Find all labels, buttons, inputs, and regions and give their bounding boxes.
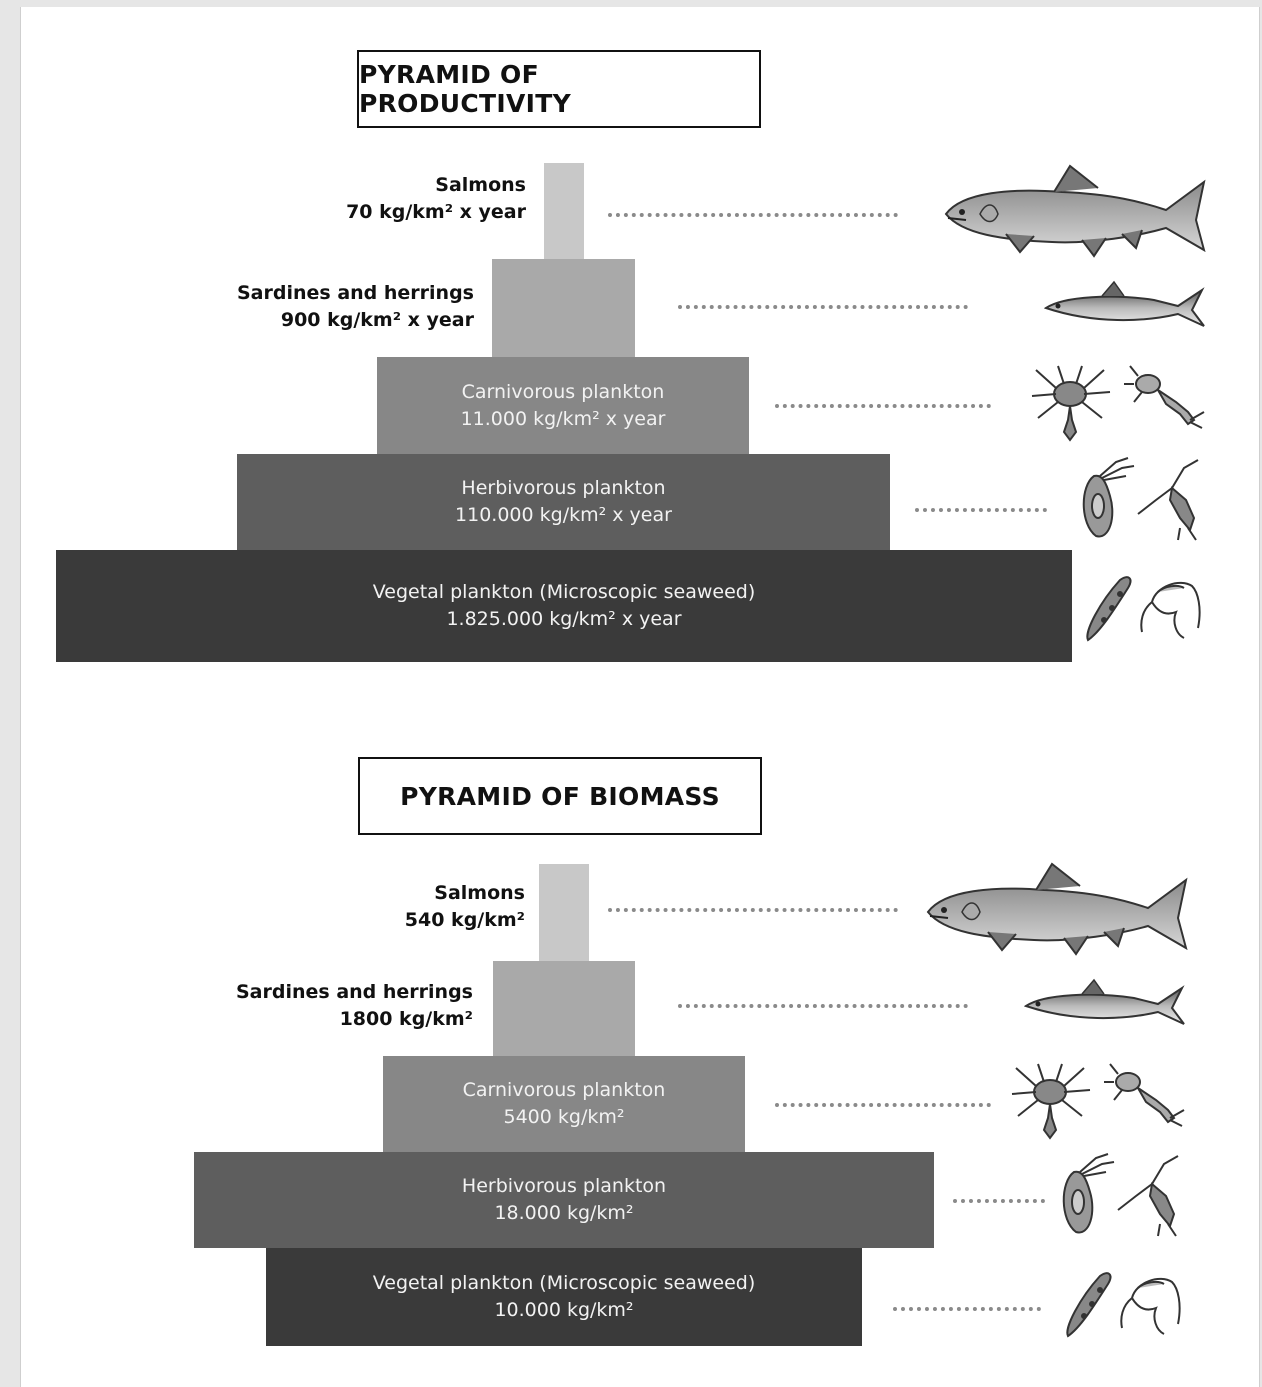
biomass-bar-carnivorous-plankton: Carnivorous plankton 5400 kg/km² <box>383 1056 745 1152</box>
productivity-connector-sardines <box>678 305 968 309</box>
biomass-label-sardines: Sardines and herrings 1800 kg/km² <box>236 979 473 1033</box>
productivity-bar-carnivorous-plankton: Carnivorous plankton 11.000 kg/km² x yea… <box>377 357 749 454</box>
level-value: 70 kg/km² x year <box>346 201 526 223</box>
biomass-bar-salmons <box>539 864 589 961</box>
level-value: 900 kg/km² x year <box>280 309 474 331</box>
biomass-connector-sardines <box>678 1004 968 1008</box>
salmon-icon <box>944 164 1206 258</box>
phytoplankton-icon <box>1066 1272 1181 1338</box>
biomass-connector-carnivorous <box>775 1103 991 1107</box>
biomass-connector-salmons <box>608 908 898 912</box>
productivity-bar-vegetal-plankton: Vegetal plankton (Microscopic seaweed) 1… <box>56 550 1072 662</box>
sardine-icon <box>1024 978 1185 1025</box>
level-name: Herbivorous plankton <box>461 1175 667 1197</box>
productivity-bar-sardines <box>492 259 635 357</box>
biomass-connector-herbivorous <box>953 1199 1045 1203</box>
level-value: 11.000 kg/km² x year <box>460 407 666 430</box>
productivity-connector-salmons <box>608 213 898 217</box>
level-value: 5400 kg/km² <box>503 1106 625 1128</box>
biomass-bar-vegetal-plankton: Vegetal plankton (Microscopic seaweed) 1… <box>266 1248 862 1346</box>
level-name: Vegetal plankton (Microscopic seaweed) <box>372 1272 756 1294</box>
carnivorous-plankton-icon <box>1011 1063 1185 1140</box>
productivity-title: PYRAMID OF PRODUCTIVITY <box>357 50 761 128</box>
productivity-label-salmons: Salmons 70 kg/km² x year <box>346 172 526 226</box>
productivity-connector-herbivorous <box>915 508 1047 512</box>
level-value: 10.000 kg/km² <box>494 1299 634 1321</box>
sardine-icon <box>1044 280 1205 327</box>
level-value: 1.825.000 kg/km² x year <box>446 608 682 630</box>
biomass-label-salmons: Salmons 540 kg/km² <box>405 880 525 934</box>
biomass-bar-herbivorous-plankton: Herbivorous plankton 18.000 kg/km² <box>194 1152 934 1248</box>
level-name: Sardines and herrings <box>237 282 474 304</box>
carnivorous-plankton-icon <box>1031 365 1205 442</box>
level-value: 18.000 kg/km² <box>494 1202 634 1224</box>
level-name: Salmons <box>434 882 525 904</box>
level-value: 540 kg/km² <box>404 909 525 931</box>
level-name: Carnivorous plankton <box>461 380 665 403</box>
biomass-bar-sardines <box>493 961 635 1056</box>
herbivorous-plankton-icon <box>1082 457 1199 541</box>
productivity-bar-salmons <box>544 163 584 259</box>
productivity-label-sardines: Sardines and herrings 900 kg/km² x year <box>237 280 474 334</box>
level-name: Salmons <box>435 174 526 196</box>
productivity-bar-herbivorous-plankton: Herbivorous plankton 110.000 kg/km² x ye… <box>237 454 890 550</box>
salmon-icon <box>926 862 1188 956</box>
level-value: 110.000 kg/km² x year <box>455 504 672 526</box>
level-name: Carnivorous plankton <box>462 1079 666 1101</box>
phytoplankton-icon <box>1086 576 1201 642</box>
biomass-connector-vegetal <box>893 1307 1041 1311</box>
level-name: Herbivorous plankton <box>461 477 666 499</box>
level-name: Vegetal plankton (Microscopic seaweed) <box>372 581 756 603</box>
level-name: Sardines and herrings <box>236 981 473 1003</box>
herbivorous-plankton-icon <box>1062 1153 1179 1237</box>
biomass-title: PYRAMID OF BIOMASS <box>358 757 762 835</box>
level-value: 1800 kg/km² <box>339 1008 473 1030</box>
productivity-connector-carnivorous <box>775 404 991 408</box>
